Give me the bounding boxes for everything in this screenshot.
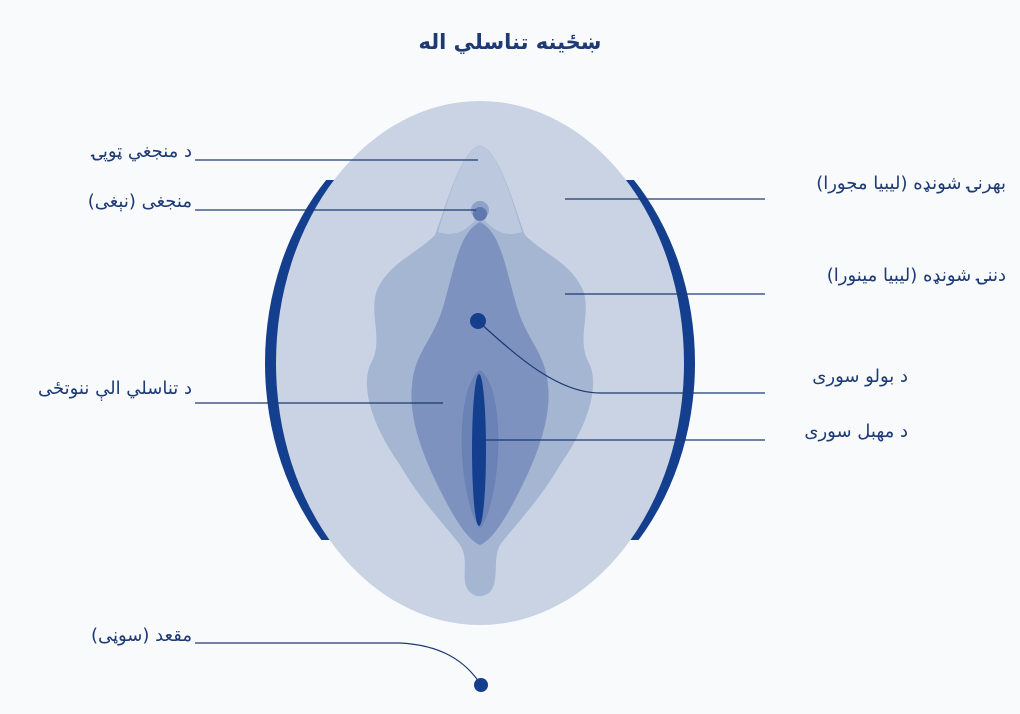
vaginal-opening-mark [472,374,486,526]
label-anus: مقعد (سوڼی) [90,625,192,646]
clitoral-hood-shape [438,145,522,235]
anus-leader [195,642,482,686]
label-vestibule: د تناسلي الې ننوتځی [37,378,192,399]
clitoris-dot [473,207,487,221]
label-clitoris: منجغی (نېغی) [87,191,192,212]
diagram-title: ښځینه تناسلي اله [418,30,602,54]
urethral-opening-leader [477,320,765,394]
label-labia-majora: بهرنۍ شونډه (لیبیا مجورا) [816,173,1006,194]
label-vaginal-opening: د مهبل سوری [804,421,908,442]
label-labia-minora: دننۍ شونډه (لیبیا مینورا) [826,265,1006,286]
label-urethral-opening: د بولو سوری [812,366,908,387]
label-clitoral-hood: د منجغي ټوپۍ [92,141,192,162]
